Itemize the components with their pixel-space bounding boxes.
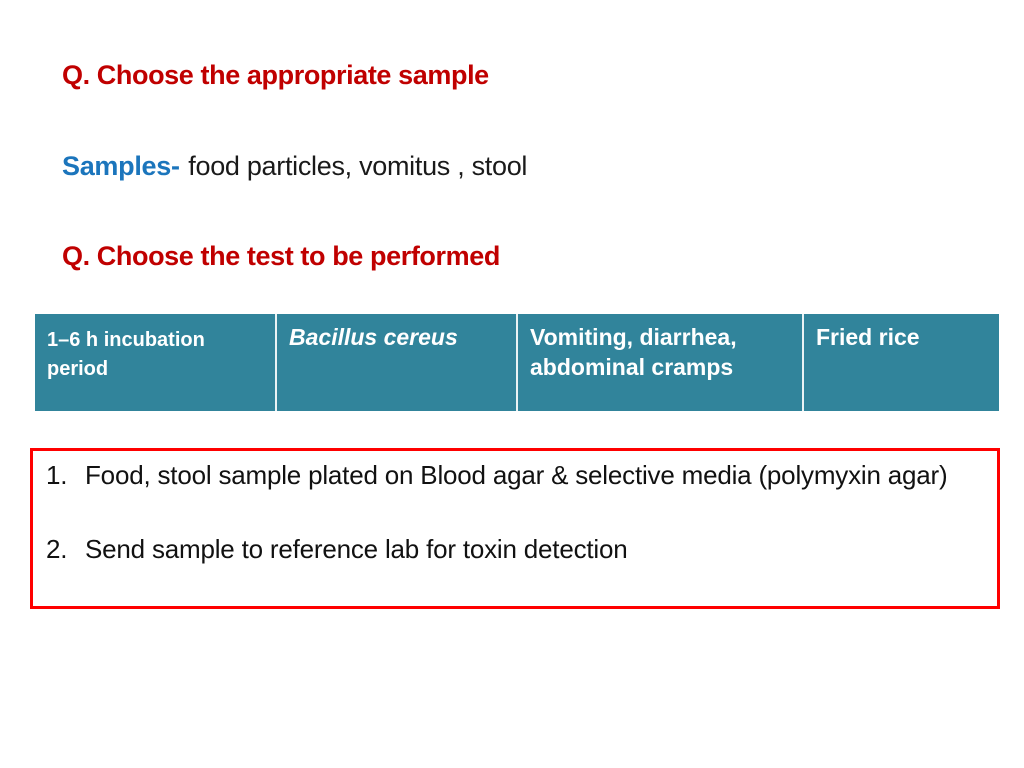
samples-value: food particles, vomitus , stool — [188, 151, 528, 181]
answer-box: 1. Food, stool sample plated on Blood ag… — [30, 448, 1000, 609]
answer-2-text: Send sample to reference lab for toxin d… — [85, 533, 628, 564]
table-cell-incubation-period: 1–6 h incubation period — [47, 329, 205, 380]
table-cell-organism: Bacillus cereus — [275, 314, 516, 411]
question-2-heading: Q. Choose the test to be performed — [62, 241, 500, 271]
table-cell-symptoms: Vomiting, diarrhea, abdominal cramps — [516, 314, 802, 411]
answer-item-1: 1. Food, stool sample plated on Blood ag… — [33, 458, 997, 494]
question-1-heading: Q. Choose the appropriate sample — [62, 60, 489, 90]
table-cell-food-source: Fried rice — [802, 314, 999, 411]
answer-item-2: 2. Send sample to reference lab for toxi… — [33, 532, 997, 568]
samples-label: Samples- — [62, 151, 180, 181]
samples-line: Samples-food particles, vomitus , stool — [62, 151, 527, 182]
answer-1-number: 1. — [46, 460, 68, 490]
incubation-summary-table: 1–6 h incubation period Bacillus cereus … — [35, 314, 999, 411]
answer-2-number: 2. — [46, 533, 68, 564]
answer-1-text: Food, stool sample plated on Blood agar … — [85, 460, 948, 490]
